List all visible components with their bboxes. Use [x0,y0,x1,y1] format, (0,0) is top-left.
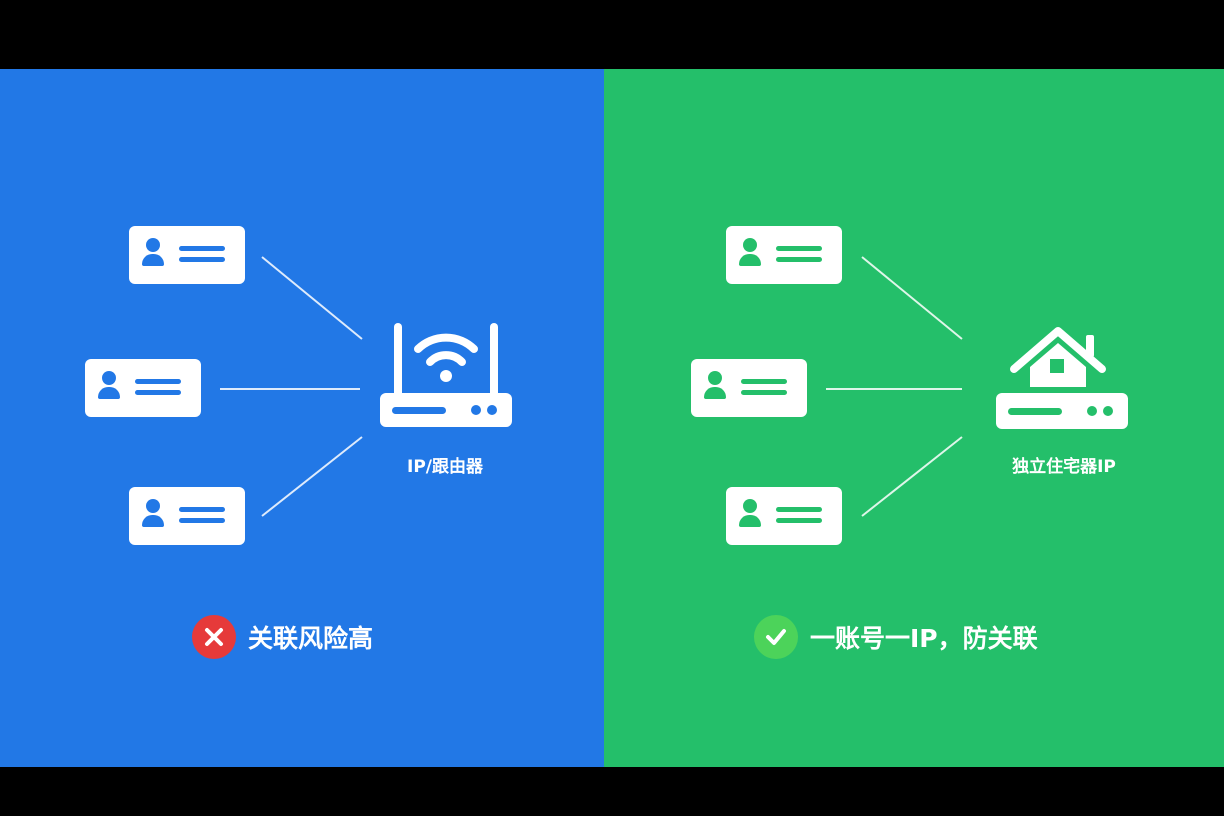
account-card [726,487,842,545]
account-card [726,226,842,284]
status-text: 一账号一IP，防关联 [810,624,1038,653]
status-text: 关联风险高 [248,624,374,653]
house-router-icon [996,327,1128,429]
account-card [691,359,807,417]
check-icon [754,615,798,659]
hub-label: 独立住宅器IP [1012,457,1116,477]
connection-lines [220,256,363,517]
user-icon [708,371,722,385]
user-icon [743,238,757,252]
user-icon [146,238,160,252]
error-x-icon [192,615,236,659]
user-icon [743,499,757,513]
left-panel-shared-ip: IP/跟由器 关联风险高 [0,69,604,767]
router-icon [380,323,512,427]
connection-lines [826,256,963,517]
hub-label: IP/跟由器 [407,457,483,477]
user-icon [102,371,116,385]
status-row: 关联风险高 [192,615,373,659]
account-card [85,359,201,417]
account-card [129,487,245,545]
account-card [129,226,245,284]
status-row: 一账号一IP，防关联 [754,615,1038,659]
right-panel-residential-ip: 独立住宅器IP 一账号一IP，防关联 [604,69,1224,767]
user-icon [146,499,160,513]
